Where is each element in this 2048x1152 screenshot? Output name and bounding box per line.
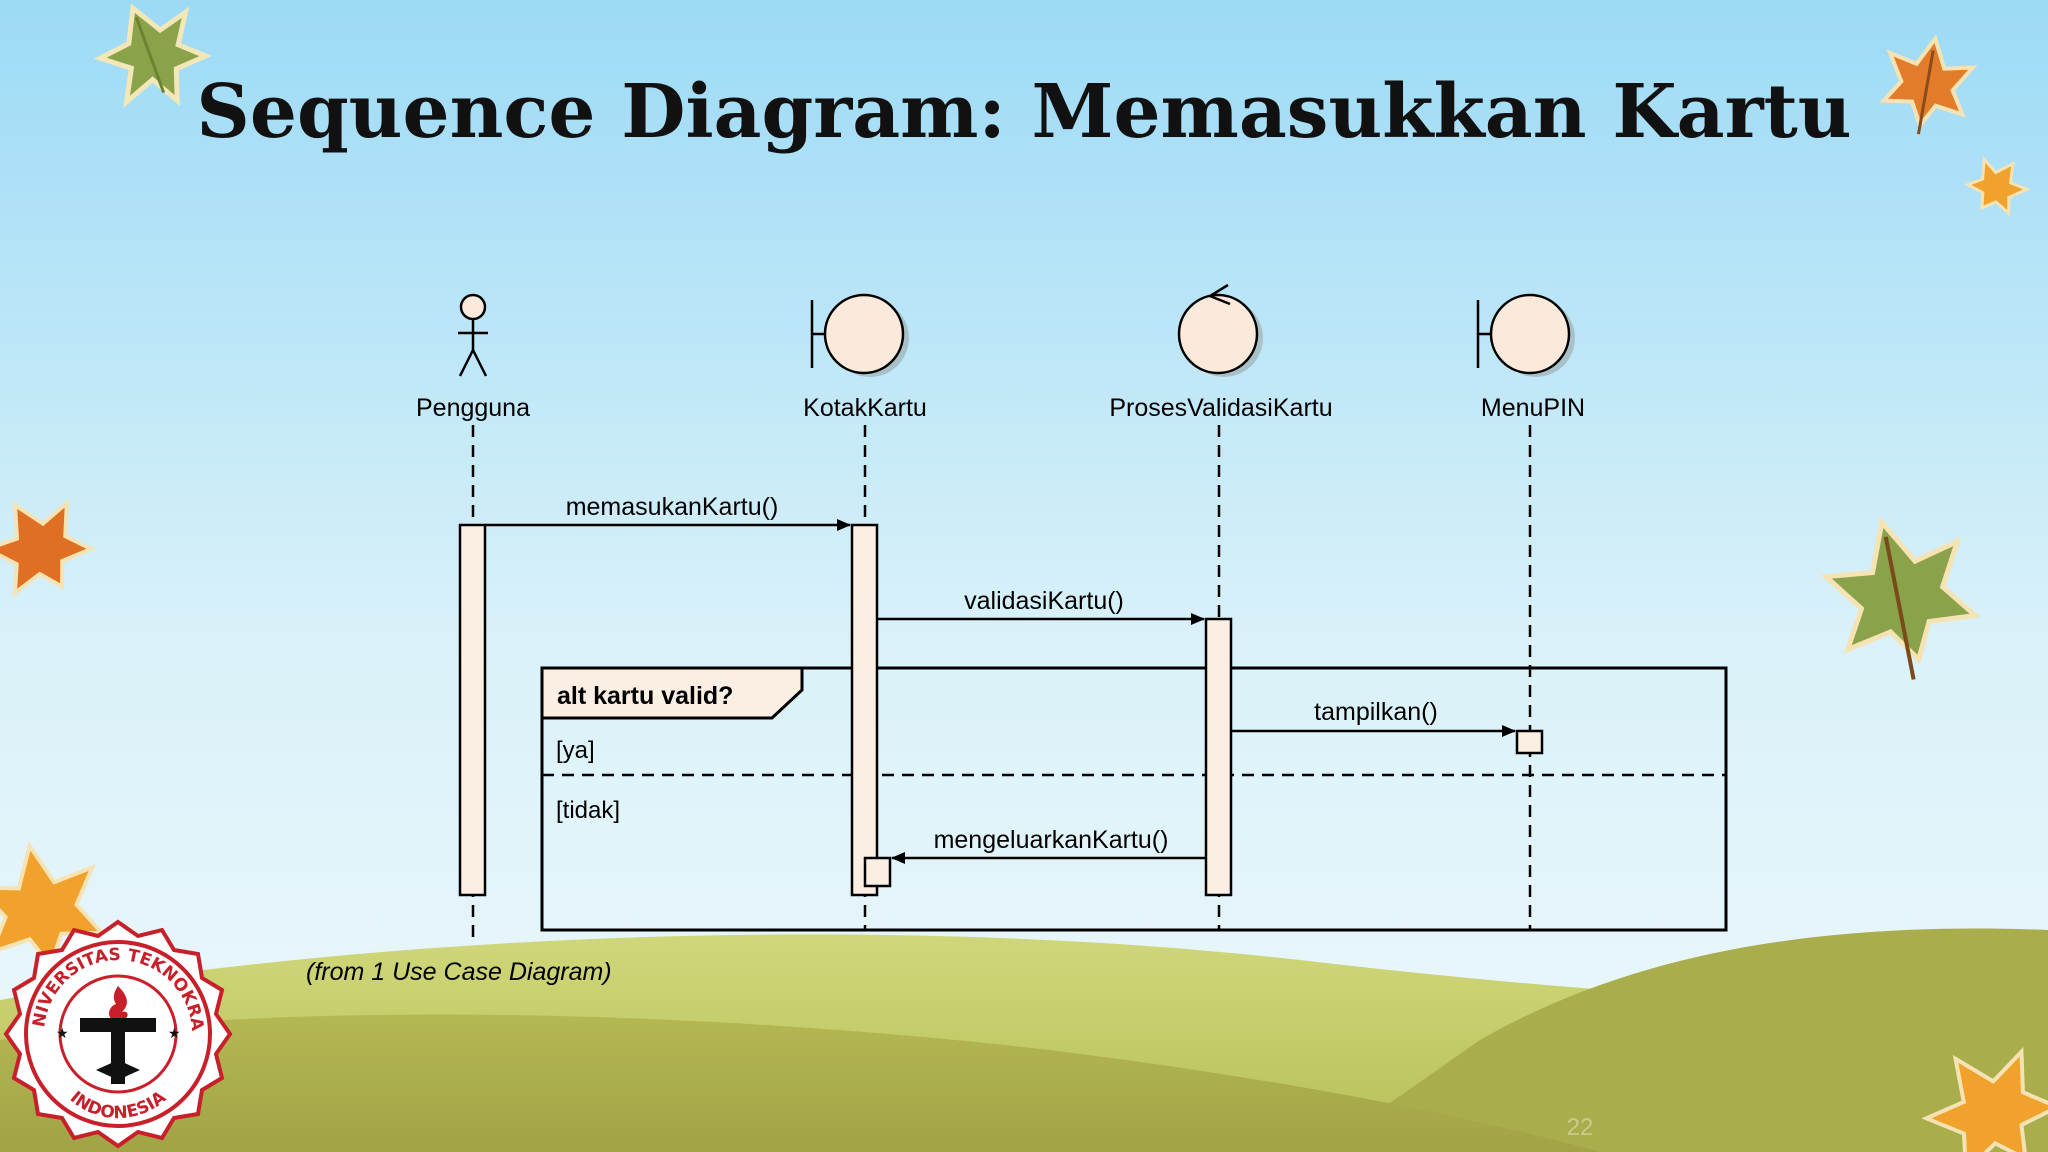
lifeline-label-menupin: MenuPIN bbox=[1481, 394, 1585, 422]
leaf-right-middle-icon bbox=[1820, 516, 1981, 680]
message-label-mengeluarkankartu: mengeluarkanKartu() bbox=[934, 826, 1169, 854]
logo-cap-icon bbox=[96, 1060, 140, 1080]
logo-flame-icon bbox=[109, 986, 128, 1020]
activation-pengguna bbox=[458, 523, 487, 897]
lifeline-label-pengguna: Pengguna bbox=[416, 394, 530, 422]
lifeline-label-prosesvalidasikartu: ProsesValidasiKartu bbox=[1109, 394, 1332, 422]
activation-menupin bbox=[1515, 729, 1544, 755]
boundary-icon bbox=[1476, 293, 1575, 377]
svg-text:★: ★ bbox=[168, 1026, 181, 1042]
actor-icon bbox=[458, 293, 488, 377]
activation-kotakkartu-nested bbox=[863, 856, 892, 888]
leaf-bottom-right-icon bbox=[1921, 1046, 2048, 1152]
hill-front-left bbox=[0, 1014, 1600, 1152]
guard-tidak: [tidak] bbox=[556, 797, 620, 824]
message-label-validasikartu: validasiKartu() bbox=[964, 587, 1124, 615]
slide-title: Sequence Diagram: Memasukkan Kartu bbox=[196, 69, 1851, 155]
source-note: (from 1 Use Case Diagram) bbox=[306, 958, 612, 986]
message-label-tampilkan: tampilkan() bbox=[1314, 698, 1438, 726]
boundary-icon bbox=[810, 293, 909, 377]
leaf-top-right-small-icon bbox=[1964, 155, 2031, 217]
activation-prosesvalidasikartu bbox=[1204, 617, 1233, 897]
leaf-top-right-icon bbox=[1879, 34, 1978, 135]
leaf-left-middle-icon bbox=[0, 498, 96, 598]
leaf-top-left-icon bbox=[93, 3, 213, 109]
sequence-diagram: Pengguna KotakKartu ProsesValidasiKartu … bbox=[306, 283, 1728, 986]
alt-fragment-operator-label: alt kartu valid? bbox=[557, 682, 733, 710]
hill-front-right bbox=[1320, 928, 2048, 1152]
message-label-memasukankartu: memasukanKartu() bbox=[566, 493, 779, 521]
alt-fragment bbox=[540, 666, 1728, 932]
activation-kotakkartu bbox=[850, 523, 879, 897]
university-logo: UNIVERSITAS TEKNOKRAT INDONESIA ★ ★ bbox=[3, 919, 233, 1149]
guard-ya: [ya] bbox=[556, 737, 595, 764]
alt-fragment-operator-box bbox=[540, 666, 804, 720]
control-icon bbox=[1177, 283, 1263, 377]
svg-text:★: ★ bbox=[56, 1026, 69, 1042]
page-number: 22 bbox=[1567, 1114, 1594, 1141]
lifeline-label-kotakkartu: KotakKartu bbox=[803, 394, 927, 422]
